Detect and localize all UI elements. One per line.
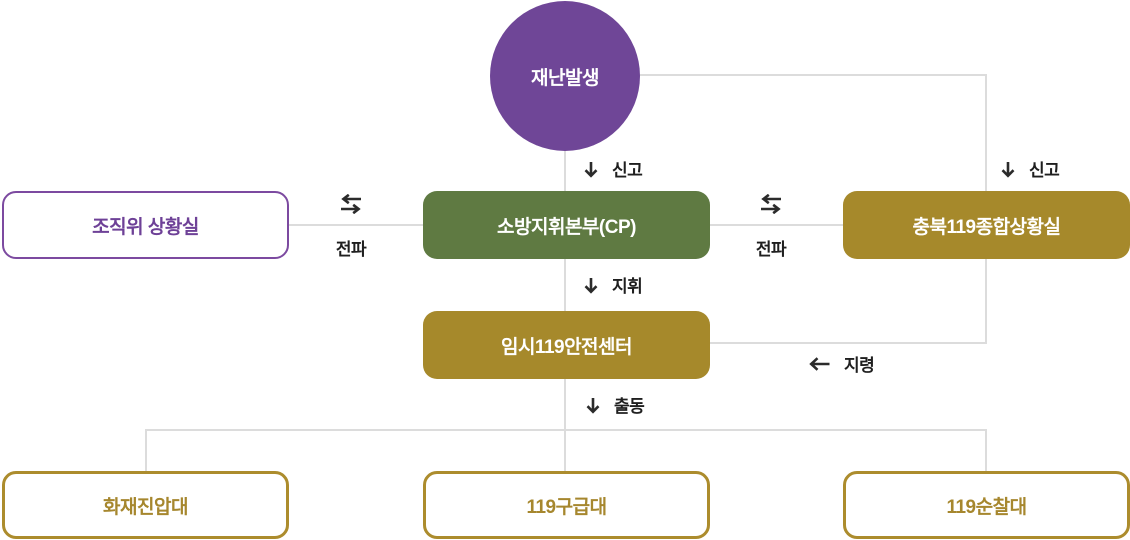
- edge-label-report-right: 신고: [1000, 156, 1060, 181]
- edge-label-order-text: 지령: [844, 356, 875, 375]
- node-fire-command-hq-label: 소방지휘본부(CP): [497, 216, 636, 238]
- node-temp-119-safety-center: 임시119안전센터: [423, 311, 710, 379]
- connector-hq-to-safety-center: [564, 259, 566, 311]
- down-arrow-icon: [583, 276, 599, 294]
- node-chungbuk-119-situation-room-label: 충북119종합상황실: [912, 216, 1061, 238]
- edge-label-report-center: 신고: [583, 156, 643, 181]
- edge-label-spread-right-text: 전파: [755, 240, 787, 259]
- edge-label-dispatch-text: 출동: [614, 397, 645, 416]
- edge-label-spread-left: 전파: [328, 194, 374, 260]
- node-disaster-label: 재난발생: [531, 67, 599, 89]
- node-temp-119-safety-center-label: 임시119안전센터: [500, 336, 633, 358]
- connector-right-box-down: [985, 259, 987, 344]
- connector-left-box-to-hq: [289, 224, 423, 226]
- swap-arrows-icon: [759, 194, 783, 214]
- edge-label-spread-right: 전파: [748, 194, 794, 260]
- node-disaster: 재난발생: [490, 1, 640, 151]
- node-org-situation-room: 조직위 상황실: [2, 191, 289, 259]
- connector-hq-to-right-box: [710, 224, 843, 226]
- edge-label-order: 지령: [809, 351, 875, 376]
- connector-safety-center-down: [564, 379, 566, 471]
- connector-drop-right-team: [985, 429, 987, 471]
- connector-drop-left-team: [145, 429, 147, 471]
- connector-circle-to-right-top: [640, 74, 986, 76]
- node-org-situation-room-label: 조직위 상황실: [92, 216, 199, 238]
- down-arrow-icon: [583, 160, 599, 178]
- connector-circle-to-hq: [564, 149, 566, 191]
- node-patrol-team-label: 119순찰대: [946, 496, 1027, 518]
- edge-label-dispatch: 출동: [585, 392, 645, 417]
- edge-label-command: 지휘: [583, 272, 643, 297]
- edge-label-report-right-text: 신고: [1029, 161, 1060, 180]
- down-arrow-icon: [585, 396, 601, 414]
- edge-label-command-text: 지휘: [612, 277, 643, 296]
- node-fire-command-hq: 소방지휘본부(CP): [423, 191, 710, 259]
- left-arrow-icon: [809, 356, 831, 372]
- node-fire-suppression-team: 화재진압대: [2, 471, 289, 539]
- node-fire-suppression-team-label: 화재진압대: [103, 496, 188, 518]
- node-ambulance-team-label: 119구급대: [526, 496, 607, 518]
- node-chungbuk-119-situation-room: 충북119종합상황실: [843, 191, 1130, 259]
- down-arrow-icon: [1000, 160, 1016, 178]
- swap-arrows-icon: [339, 194, 363, 214]
- node-ambulance-team: 119구급대: [423, 471, 710, 539]
- node-patrol-team: 119순찰대: [843, 471, 1130, 539]
- edge-label-spread-left-text: 전파: [335, 240, 367, 259]
- edge-label-report-center-text: 신고: [612, 161, 643, 180]
- connector-distribution-line: [146, 429, 987, 431]
- connector-right-top-down: [985, 74, 987, 191]
- connector-order-line: [710, 342, 987, 344]
